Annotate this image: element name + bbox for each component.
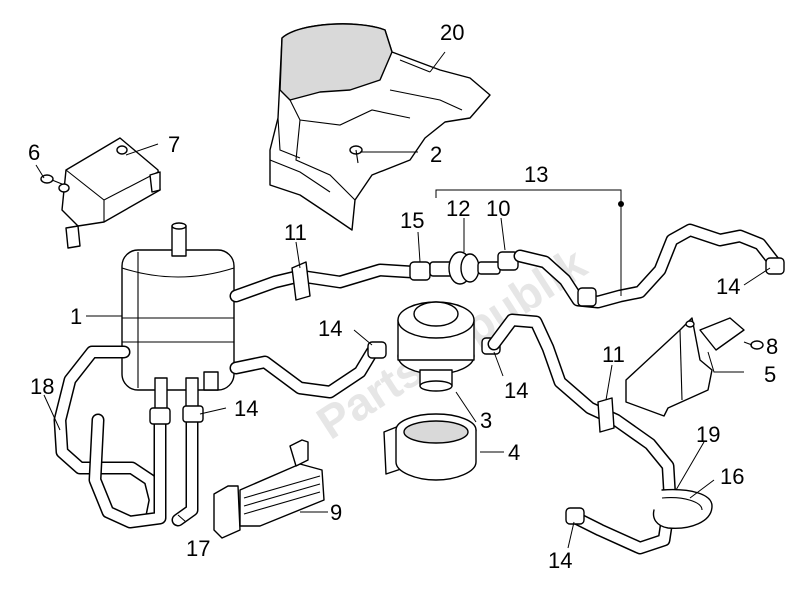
callout-12: 12 [446, 196, 470, 221]
callout-14b: 14 [716, 274, 740, 299]
clamps-14-lower [149, 405, 204, 425]
clamp-14-bottom [565, 507, 585, 525]
leader-dot [618, 201, 624, 207]
part-6-screw [40, 174, 63, 185]
callout-14a: 14 [234, 396, 258, 421]
callout-18: 18 [30, 374, 54, 399]
callout-14c: 14 [318, 316, 342, 341]
hose-canister-to-filter [229, 263, 419, 399]
callout-7: 7 [168, 132, 180, 157]
callout-19: 19 [696, 422, 720, 447]
callout-11a: 11 [284, 220, 307, 245]
part-7-bracket [58, 137, 161, 249]
callout-4: 4 [508, 440, 520, 465]
part-9-clip [213, 439, 325, 539]
callout-14e: 14 [548, 548, 572, 573]
part-20-housing [269, 23, 491, 231]
clamp-11-left [291, 261, 311, 301]
callout-13: 13 [524, 162, 548, 187]
callout-9: 9 [330, 500, 342, 525]
callout-15: 15 [400, 208, 424, 233]
part-12-inline-filter [429, 251, 501, 285]
callout-11b: 11 [602, 342, 625, 367]
callout-3: 3 [480, 408, 492, 433]
part-13-hose [513, 223, 781, 309]
part-15-clamp [409, 261, 431, 281]
callout-20: 20 [440, 20, 464, 45]
callout-17: 17 [186, 536, 210, 561]
clamp-11-right [597, 397, 615, 433]
callout-14d: 14 [504, 378, 528, 403]
part-4-ring [383, 413, 477, 481]
clamp-13-mid [577, 287, 597, 307]
part-8-screw [743, 340, 764, 350]
part-3-valve [397, 301, 475, 392]
callout-1: 1 [70, 304, 82, 329]
clamp-14-right-top [765, 257, 785, 275]
part-19-hose [487, 313, 677, 555]
callout-8: 8 [766, 334, 778, 359]
callout-6: 6 [28, 140, 40, 165]
callout-10: 10 [486, 196, 510, 221]
part-5-bracket [625, 317, 745, 417]
part-17-hoses [88, 413, 199, 529]
part-18-hose [53, 345, 162, 522]
part-1-canister [121, 222, 235, 413]
callout-labels: 20 2 7 6 1 18 17 14 11 15 12 10 13 14 14… [28, 20, 778, 573]
part-16-band [652, 488, 713, 529]
part-2-screw [349, 145, 363, 164]
callout-2: 2 [430, 142, 442, 167]
callout-16: 16 [720, 464, 744, 489]
callout-5: 5 [764, 362, 776, 387]
leader-lines [35, 51, 771, 549]
